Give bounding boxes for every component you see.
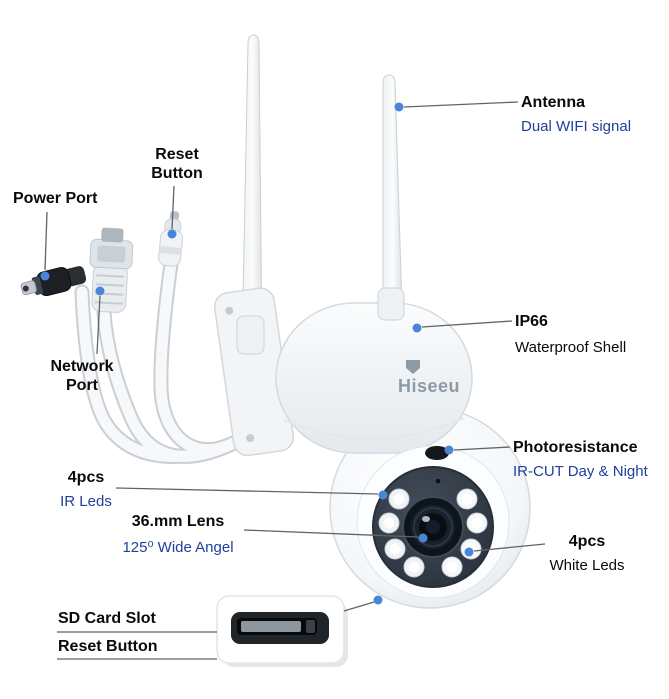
antenna-right-joint	[377, 287, 405, 321]
callout-network-port: Network Port	[49, 357, 115, 395]
sd-card-line1: SD Card Slot	[58, 610, 156, 627]
photoresistance-subtitle: IR-CUT Day & Night	[513, 463, 648, 480]
reset-top-line1: Reset	[155, 146, 199, 163]
camera-lens-icon	[402, 496, 464, 558]
reset-top-line2: Button	[151, 165, 203, 182]
ip66-title: IP66	[515, 313, 548, 330]
callout-photoresistance: Photoresistance IR-CUT Day & Night	[513, 439, 648, 480]
callout-power-port: Power Port	[13, 190, 97, 208]
network-port-line1: Network	[50, 358, 114, 375]
status-dot-icon	[434, 477, 442, 485]
leader-lines	[44, 101, 546, 660]
reset-pigtail-icon	[158, 211, 184, 267]
antenna-right-icon	[382, 74, 403, 309]
callout-ip66: IP66 Waterproof Shell	[515, 313, 626, 356]
brand-text: Hiseeu	[398, 376, 460, 396]
antenna-left-icon	[241, 34, 263, 351]
white-leds-subtitle: White Leds	[549, 557, 625, 574]
white-leds-title: 4pcs	[568, 533, 606, 550]
camera-dome	[275, 302, 473, 454]
sd-card-line2: Reset Button	[58, 638, 158, 655]
ir-leds-title: 4pcs	[67, 469, 105, 486]
photoresistance-sensor-icon	[425, 446, 449, 460]
sd-card-inset	[216, 595, 348, 667]
network-connector-icon	[89, 227, 134, 313]
callout-reset-top: Reset Button	[144, 145, 210, 183]
power-port-title: Power Port	[13, 190, 98, 207]
antenna-subtitle: Dual WIFI signal	[521, 118, 632, 135]
network-port-line2: Port	[66, 377, 98, 394]
callout-dots	[40, 102, 474, 605]
dome-seam	[283, 417, 465, 440]
callout-ir-leds: 4pcs IR Leds	[54, 469, 118, 510]
lens-subtitle: 125⁰ Wide Angel	[122, 539, 234, 556]
ip66-subtitle: Waterproof Shell	[515, 339, 627, 356]
callout-sd-card: SD Card Slot Reset Button	[58, 610, 158, 656]
lens-title: 36.mm Lens	[131, 513, 225, 530]
antenna-left-joint	[236, 315, 265, 355]
antenna-title: Antenna	[521, 94, 585, 111]
wall-bracket	[213, 287, 295, 457]
callout-antenna: Antenna Dual WIFI signal	[521, 94, 631, 135]
callout-lens: 36.mm Lens 125⁰ Wide Angel	[116, 513, 240, 556]
ir-leds-subtitle: IR Leds	[60, 493, 112, 510]
callout-white-leds: 4pcs White Leds	[544, 533, 630, 574]
ir-leds	[378, 488, 425, 578]
cable-bundle	[74, 256, 244, 464]
shield-icon	[406, 360, 420, 374]
sd-card-icon	[241, 621, 301, 632]
brand-logo: Hiseeu	[398, 360, 460, 396]
photoresistance-title: Photoresistance	[513, 439, 638, 456]
